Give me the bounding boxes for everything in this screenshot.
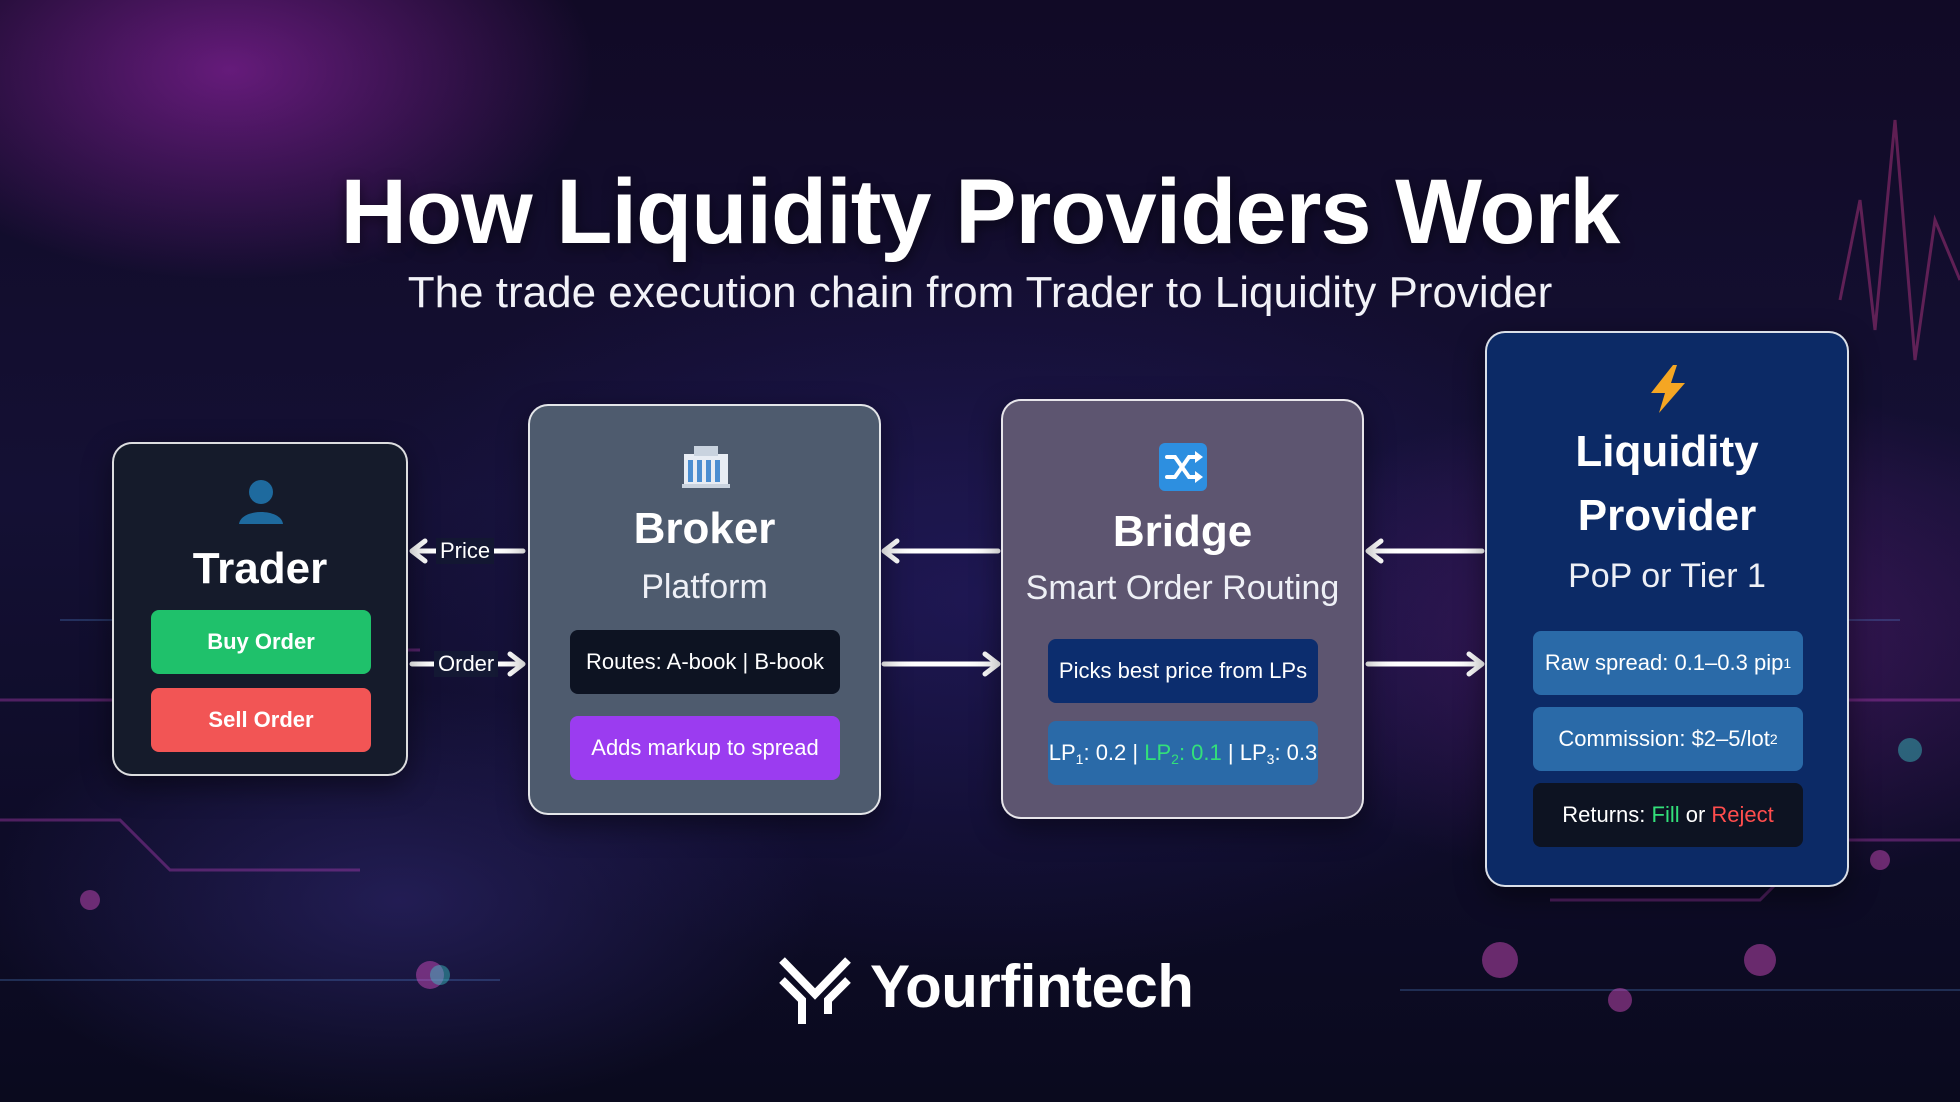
lp-quote-1: LP1: 0.2 <box>1048 739 1127 767</box>
lp-quote-prefix: LP <box>1239 739 1267 765</box>
lp-returns-fill: Fill <box>1651 802 1680 827</box>
lp-returns-or: or <box>1679 802 1712 827</box>
price-arrow-lp-to-bridge <box>1365 538 1485 564</box>
page-subtitle: The trade execution chain from Trader to… <box>407 268 1553 317</box>
lp-quote-prefix: LP <box>1048 739 1076 765</box>
order-arrow-broker-to-bridge <box>881 651 1001 677</box>
brand-name: Yourfintech <box>870 953 1194 1020</box>
lp-quote-separator: | <box>1126 739 1145 765</box>
lp-quote-index: 2 <box>1171 750 1179 767</box>
lp-title-line1: Liquidity <box>1575 427 1759 476</box>
order-arrow-bridge-to-lp <box>1365 651 1485 677</box>
lp-subtitle: PoP or Tier 1 <box>1568 557 1766 595</box>
broker-title: Broker <box>633 504 776 553</box>
lp-commission-text: Commission: $2–5/lot <box>1558 726 1770 751</box>
bridge-card: Bridge Smart Order Routing Picks best pr… <box>1001 399 1364 819</box>
lp-returns-badge: Returns: Fill or Reject <box>1533 783 1803 847</box>
lp-returns-prefix: Returns: <box>1562 802 1652 827</box>
lp-quote-prefix: LP <box>1144 739 1172 765</box>
order-label: Order <box>434 651 499 677</box>
bank-building-icon <box>682 446 730 488</box>
lp-quote-2: LP2: 0.1 <box>1144 739 1222 767</box>
bridge-title: Bridge <box>1112 507 1253 556</box>
bridge-subtitle: Smart Order Routing <box>1025 569 1340 607</box>
shuffle-icon <box>1159 443 1207 491</box>
lp-quote-value: : 0.2 <box>1083 739 1127 765</box>
price-arrow-bridge-to-broker <box>881 538 1001 564</box>
bridge-lp-quotes: LP1: 0.2 | LP2: 0.1 | LP3: 0.3 <box>1048 721 1318 785</box>
lp-quote-index: 1 <box>1075 750 1084 767</box>
lp-raw-spread-text: Raw spread: 0.1–0.3 pip <box>1544 650 1784 675</box>
lp-title-line2: Provider <box>1577 491 1757 540</box>
yourfintech-logo-icon <box>779 957 851 1024</box>
lp-quote-value: : 0.3 <box>1274 739 1318 765</box>
person-icon <box>239 480 283 524</box>
broker-markup-badge: Adds markup to spread <box>570 716 840 780</box>
lp-quote-value: : 0.1 <box>1178 739 1222 765</box>
broker-card: Broker Platform Routes: A-book | B-book … <box>528 404 881 815</box>
lp-raw-spread-footnote: 1 <box>1783 655 1792 671</box>
price-label: Price <box>436 538 495 564</box>
buy-order-button[interactable]: Buy Order <box>151 610 371 674</box>
broker-subtitle: Platform <box>641 568 768 606</box>
bridge-picks-badge: Picks best price from LPs <box>1048 639 1318 703</box>
trader-card: Trader Buy Order Sell Order <box>112 442 408 776</box>
lp-returns-reject: Reject <box>1711 802 1774 827</box>
broker-routes-badge: Routes: A-book | B-book <box>570 630 840 694</box>
trader-title: Trader <box>192 544 328 593</box>
lightning-icon <box>1651 365 1685 413</box>
lp-quote-index: 3 <box>1266 750 1275 767</box>
sell-order-button[interactable]: Sell Order <box>151 688 371 752</box>
lp-quote-separator: | <box>1221 739 1240 765</box>
page-title: How Liquidity Providers Work <box>340 161 1621 263</box>
lp-quote-3: LP3: 0.3 <box>1239 739 1318 767</box>
liquidity-provider-card: Liquidity Provider PoP or Tier 1 Raw spr… <box>1485 331 1849 887</box>
lp-commission-footnote: 2 <box>1769 731 1778 747</box>
